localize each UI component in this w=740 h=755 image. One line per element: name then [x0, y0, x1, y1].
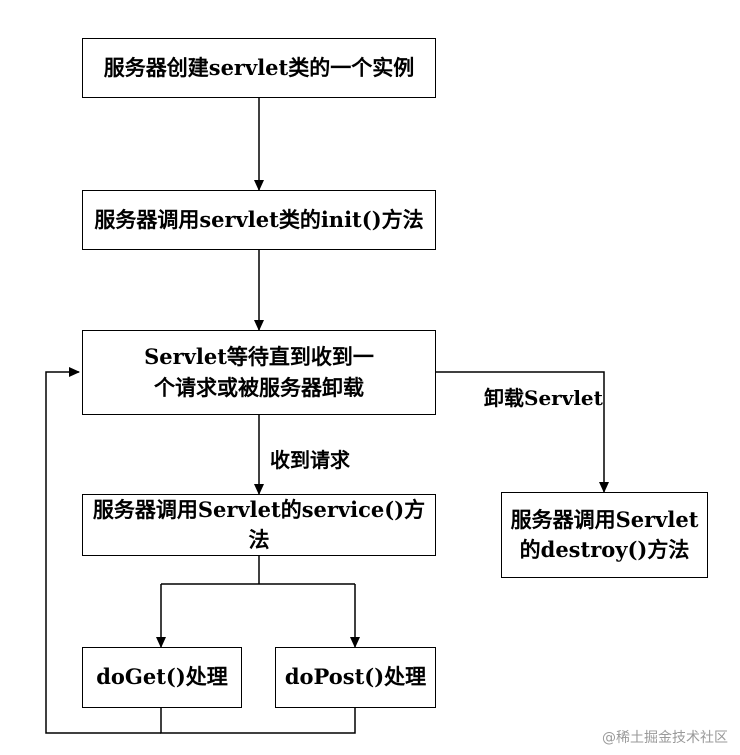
connector-service-split: [161, 556, 355, 585]
destroy-text-line1: 服务器调用Servlet: [510, 506, 699, 532]
arrow-wait-to-destroy: [435, 371, 609, 493]
call-service-box: 服务器调用Servlet的service()方法: [82, 494, 436, 556]
create-instance-box: 服务器创建servlet类的一个实例: [82, 38, 436, 98]
call-service-text: 服务器调用Servlet的service()方法: [92, 496, 426, 552]
destroy-box: 服务器调用Servlet 的destroy()方法: [501, 492, 708, 578]
call-init-box: 服务器调用servlet类的init()方法: [82, 190, 436, 250]
arrow-loop-back-to-wait: [45, 367, 161, 734]
watermark: @稀土掘金技术社区: [602, 730, 728, 746]
wait-box: Servlet等待直到收到一 个请求或被服务器卸载: [82, 330, 436, 415]
edge-label-receive-request: 收到请求: [270, 448, 350, 472]
create-instance-text: 服务器创建servlet类的一个实例: [103, 54, 415, 80]
doget-box: doGet()处理: [82, 647, 242, 708]
dopost-box: doPost()处理: [275, 647, 436, 708]
doget-text: doGet()处理: [96, 664, 228, 690]
wait-text-line1: Servlet等待直到收到一: [144, 344, 374, 370]
wait-text-line2: 个请求或被服务器卸载: [154, 374, 364, 400]
loop-back-line: [160, 707, 356, 734]
dopost-text: doPost()处理: [284, 664, 427, 690]
edge-label-unload: 卸载Servlet: [484, 386, 603, 410]
destroy-text-line2: 的destroy()方法: [519, 537, 690, 562]
call-init-text: 服务器调用servlet类的init()方法: [94, 206, 424, 232]
